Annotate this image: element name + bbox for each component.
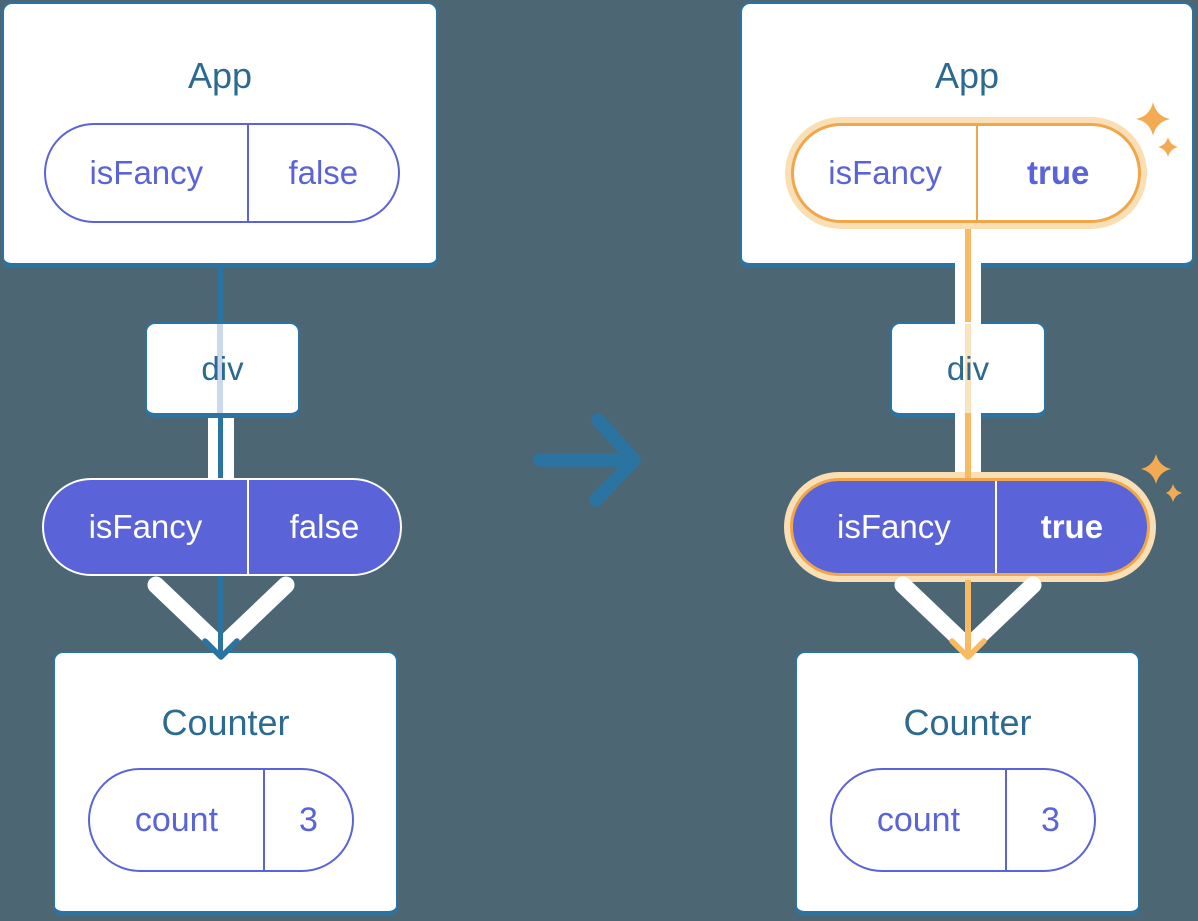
state-pill-before: isFancy false xyxy=(44,123,400,223)
state-line-app-to-div-before xyxy=(218,264,223,324)
prop-pill-value: true xyxy=(994,481,1147,573)
app-title-before: App xyxy=(187,55,253,96)
state-line-inside-app-after xyxy=(965,229,971,261)
counter-title-before: Counter xyxy=(161,702,290,743)
sparkles-icon-state xyxy=(1136,102,1178,157)
state-line-div-to-pill-after xyxy=(965,413,971,478)
state-pill-value: true xyxy=(976,126,1138,220)
state-arrow-head-after xyxy=(949,638,987,660)
app-title-after: App xyxy=(934,55,1000,96)
prop-pill-before: isFancy false xyxy=(42,478,402,576)
div-label-after: div xyxy=(946,349,990,387)
count-pill-after: count 3 xyxy=(830,768,1096,872)
div-label-before: div xyxy=(201,349,244,387)
count-pill-key: count xyxy=(876,800,961,839)
state-line-through-div-after xyxy=(965,324,971,413)
state-pill-after: isFancy true xyxy=(791,123,1141,223)
div-card-before: div xyxy=(145,322,300,418)
counter-card-before: Counter count 3 xyxy=(53,651,398,916)
transition-arrow-icon xyxy=(533,413,641,507)
state-line-div-to-pill-before xyxy=(218,418,223,478)
count-pill-value: 3 xyxy=(262,770,352,870)
state-line-through-div-before xyxy=(217,324,223,413)
prop-pill-key: isFancy xyxy=(837,508,951,545)
state-pill-key: isFancy xyxy=(89,154,204,191)
sparkles-icon-prop xyxy=(1141,454,1182,502)
counter-card-after: Counter count 3 xyxy=(795,651,1140,916)
prop-pill-key: isFancy xyxy=(88,508,203,545)
app-card-after: App isFancy true xyxy=(740,2,1194,268)
state-pill-key: isFancy xyxy=(828,154,942,191)
state-pill-value: false xyxy=(246,125,398,221)
state-arrow-line-after xyxy=(965,580,971,654)
prop-pill-value: false xyxy=(246,480,400,574)
app-card-before: App isFancy false xyxy=(2,2,438,268)
counter-title-after: Counter xyxy=(903,702,1032,743)
count-pill-value: 3 xyxy=(1004,770,1094,870)
count-pill-key: count xyxy=(134,800,219,839)
state-line-app-to-div-after xyxy=(965,258,971,322)
count-pill-before: count 3 xyxy=(88,768,354,872)
div-card-after: div xyxy=(890,322,1046,418)
prop-pill-after: isFancy true xyxy=(790,478,1150,576)
state-arrow-line-before xyxy=(218,576,223,654)
state-arrow-head-before xyxy=(202,638,240,660)
